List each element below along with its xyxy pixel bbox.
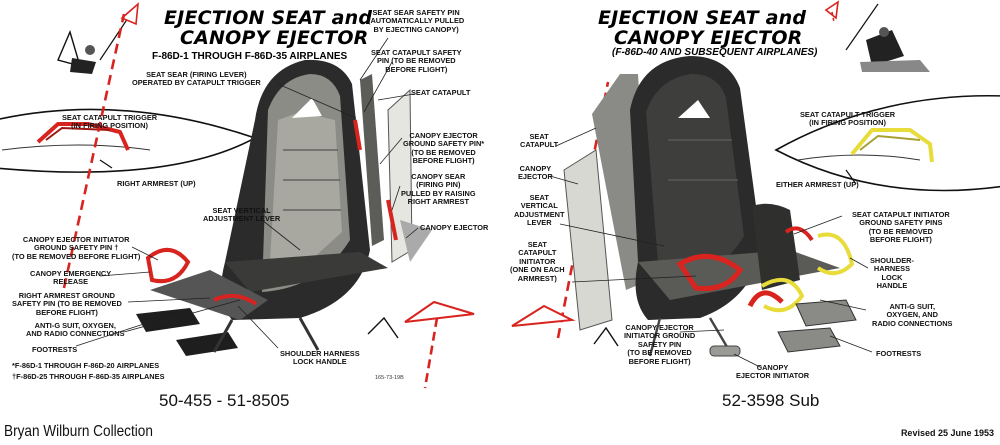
collection-credit: Bryan Wilburn Collection [4,423,153,440]
left-label-canopy-sear: CANOPY SEAR (FIRING PIN) PULLED BY RAISI… [401,172,476,207]
left-title-line2: CANOPY EJECTOR [180,27,369,49]
left-label-anti-g: ANTI-G SUIT, OXYGEN, AND RADIO CONNECTIO… [26,321,125,339]
ejection-trajectory-line [62,13,126,289]
left-note-2: †F-86D-25 THROUGH F-86D-35 AIRPLANES [12,372,165,381]
right-label-anti-g: ANTI-G SUIT, OXYGEN, AND RADIO CONNECTIO… [872,302,953,328]
left-label-right-armrest: RIGHT ARMREST (UP) [117,179,196,188]
left-drawing-number: 165-73-19B [375,375,404,381]
ejection-thumbnail-icon [57,2,139,74]
right-label-trigger: SEAT CATAPULT TRIGGER (IN FIRING POSITIO… [800,110,896,128]
red-arrow-icon [511,304,576,327]
left-label-shoulder-handle: SHOULDER HARNESS LOCK HANDLE [280,349,360,367]
left-label-canopy-ejector: CANOPY EJECTOR [420,223,489,232]
canopy-trigger-inset [774,94,1000,192]
left-title-line1: EJECTION SEAT and [164,7,373,29]
ejection-seat-illustration [136,59,432,356]
right-diagram-panel: EJECTION SEAT and CANOPY EJECTOR (F-86D-… [500,0,1000,420]
right-title-line1: EJECTION SEAT and [598,7,807,29]
left-label-safety-pin: SEAT SEAR SAFETY PIN (AUTOMATICALLY PULL… [368,8,465,34]
white-arrow-icon [367,316,399,339]
left-label-emergency-release: CANOPY EMERGENCY RELEASE [30,269,112,287]
right-label-canopy-initiator-pin: CANOPY EJECTOR INITIATOR GROUND SAFETY P… [624,323,696,366]
left-diagram-panel: EJECTION SEAT and CANOPY EJECTOR F-86D-1… [0,0,500,420]
left-label-initiator-pin: CANOPY EJECTOR INITIATOR GROUND SAFETY P… [12,235,141,261]
right-label-canopy-initiator: CANOPY EJECTOR INITIATOR [736,363,810,381]
left-label-trigger: SEAT CATAPULT TRIGGER (IN FIRING POSITIO… [62,113,158,131]
right-label-footrests: FOOTRESTS [876,349,922,358]
left-label-seat-sear: SEAT SEAR (FIRING LEVER) OPERATED BY CAT… [132,70,261,88]
left-diagram-illustration [0,2,475,389]
footer-bar [0,420,1000,445]
left-label-footrests: FOOTRESTS [32,345,78,354]
left-subtitle: F-86D-1 THROUGH F-86D-35 AIRPLANES [152,51,348,62]
right-subtitle: (F-86D-40 AND SUBSEQUENT AIRPLANES) [612,47,818,58]
left-serial-range: 50-455 - 51-8505 [159,391,290,410]
left-note-1: *F-86D-1 THROUGH F-86D-20 AIRPLANES [12,361,160,370]
right-label-shoulder-handle: SHOULDER- HARNESS LOCK HANDLE [870,256,914,291]
left-leader-lines [75,37,419,349]
left-label-seat-catapult: SEAT CATAPULT [411,88,471,97]
right-serial-range: 52-3598 Sub [722,391,820,410]
right-label-initiator-pins: SEAT CATAPULT INITIATOR GROUND SAFETY PI… [852,210,950,245]
revision-date: Revised 25 June 1953 [900,428,994,438]
right-label-seat-catapult: SEAT CATAPULT [520,132,559,150]
right-label-vertical-lever: SEAT VERTICAL ADJUSTMENT LEVER [514,193,565,228]
left-label-catapult-safety: SEAT CATAPULT SAFETY PIN (TO BE REMOVED … [371,48,462,74]
white-arrow-icon [593,326,619,347]
red-arrow-icon [404,300,475,389]
left-label-armrest-pin: RIGHT ARMREST GROUND SAFETY PIN (TO BE R… [12,291,122,317]
left-label-canopy-ground-pin: CANOPY EJECTOR GROUND SAFETY PIN* (TO BE… [403,131,485,166]
right-label-catapult-initiator: SEAT CATAPULT INITIATOR (ONE ON EACH ARM… [510,240,565,283]
right-title-line2: CANOPY EJECTOR [614,27,803,49]
right-label-canopy-ejector: CANOPY EJECTOR [518,164,553,182]
right-leader-lines [549,127,873,369]
left-label-vertical-lever: SEAT VERTICAL ADJUSTMENT LEVER [203,206,281,224]
ejection-thumbnail-icon [824,0,930,72]
ejection-seat-illustration [563,56,857,357]
right-diagram-illustration [511,0,1000,369]
right-label-either-armrest: EITHER ARMREST (UP) [776,180,859,189]
